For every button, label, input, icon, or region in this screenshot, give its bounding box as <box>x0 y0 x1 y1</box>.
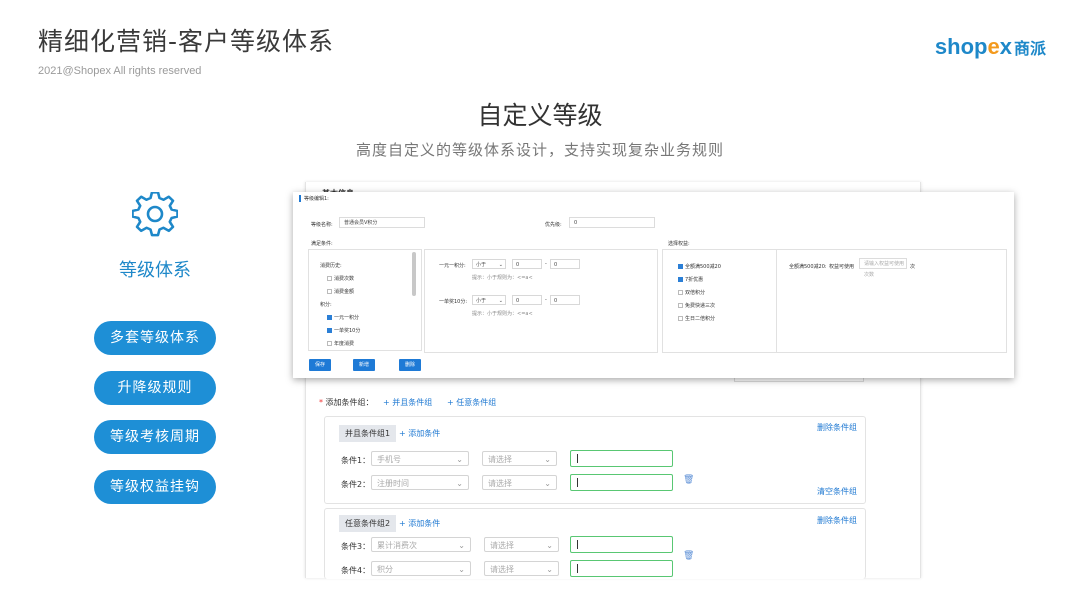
condition-group-2: 任意条件组2 + 添加条件 删除条件组 条件3： 累计消费次⌄ 请选择⌄ 🗑 条… <box>324 508 866 579</box>
delete-group-link[interactable]: 删除条件组 <box>817 516 857 525</box>
checkbox[interactable] <box>678 316 683 321</box>
checkbox[interactable] <box>327 276 332 281</box>
condition-label: 条件2： <box>341 480 371 489</box>
tree-item[interactable]: 一元一积分 <box>327 314 359 321</box>
checkbox[interactable] <box>678 264 683 269</box>
condition-label: 条件4： <box>341 566 371 575</box>
rights-label: 选择权益: <box>668 241 690 247</box>
field-select[interactable]: 注册时间⌄ <box>371 475 469 490</box>
rights-detail-panel: 全额满500减20: 权益可使用 请输入权益可使用次数 次 <box>776 249 1007 353</box>
operator-select[interactable]: 请选择⌄ <box>484 561 559 576</box>
tree-item[interactable]: 消费次数 <box>327 275 354 282</box>
rights-item[interactable]: 7折优惠 <box>678 276 703 283</box>
rights-item[interactable]: 双倍积分 <box>678 289 705 296</box>
rule-value-input[interactable]: 0 <box>550 295 580 305</box>
assessment-cycle-button[interactable]: 等级考核周期 <box>94 420 216 454</box>
condition-tree[interactable]: 消费历史: 消费次数 消费金额 积分: 一元一积分 一单奖10分 年度消费 <box>308 249 422 351</box>
rule-name: 一元一积分: <box>439 263 466 269</box>
priority-input[interactable]: 0 <box>569 217 655 228</box>
rights-item[interactable]: 全额满500减20 <box>678 263 721 270</box>
operator-select[interactable]: 请选择⌄ <box>484 537 559 552</box>
add-button[interactable]: 新增 <box>353 359 375 371</box>
field-select[interactable]: 积分⌄ <box>371 561 471 576</box>
clear-group-link[interactable]: 清空条件组 <box>817 487 857 496</box>
add-and-group-link[interactable]: + 并且条件组 <box>383 398 433 407</box>
condition-group-1: 并且条件组1 + 添加条件 删除条件组 条件1： 手机号⌄ 请选择⌄ 条件2： … <box>324 416 866 504</box>
delete-button[interactable]: 删除 <box>399 359 421 371</box>
priority-label: 优先级: <box>545 222 562 228</box>
tree-item: 消费历史: <box>320 263 342 269</box>
rights-detail-sub: 权益可使用 <box>829 264 855 270</box>
tree-item[interactable]: 年度消费 <box>327 340 354 347</box>
rights-list: 全额满500减20 7折优惠 双倍积分 免费快递三次 生日二倍积分 <box>662 249 778 353</box>
rights-detail-label: 全额满500减20: <box>789 264 827 270</box>
rules-panel: 一元一积分: 小于⌄ 0 - 0 提示：小于规则为：<=a< 一单奖10分: 小… <box>424 249 658 353</box>
rule-name: 一单奖10分: <box>439 299 468 305</box>
delete-group-link[interactable]: 删除条件组 <box>817 423 857 432</box>
add-or-group-link[interactable]: + 任意条件组 <box>447 398 497 407</box>
rule-hint: 提示：小于规则为：<=a< <box>472 311 533 317</box>
value-input[interactable] <box>570 450 673 467</box>
value-input[interactable] <box>570 560 673 577</box>
add-group-label: * 添加条件组： <box>319 398 374 407</box>
editor-section-title: 等级编辑1: <box>299 195 329 202</box>
checkbox[interactable] <box>327 289 332 294</box>
checkbox[interactable] <box>327 328 332 333</box>
value-input[interactable] <box>570 536 673 553</box>
tree-item[interactable]: 一单奖10分 <box>327 327 360 334</box>
value-input[interactable] <box>570 474 673 491</box>
save-button[interactable]: 保存 <box>309 359 331 371</box>
range-dash: - <box>545 261 547 267</box>
rights-item[interactable]: 免费快递三次 <box>678 302 715 309</box>
rule-operator-select[interactable]: 小于⌄ <box>472 259 506 269</box>
rule-hint: 提示：小于规则为：<=a< <box>472 275 533 281</box>
field-select[interactable]: 累计消费次⌄ <box>371 537 471 552</box>
upgrade-rules-button[interactable]: 升降级规则 <box>94 371 216 405</box>
operator-select[interactable]: 请选择⌄ <box>482 475 557 490</box>
operator-select[interactable]: 请选择⌄ <box>482 451 557 466</box>
tree-item[interactable]: 消费金额 <box>327 288 354 295</box>
rule-value-input[interactable]: 0 <box>512 259 542 269</box>
trash-icon[interactable]: 🗑 <box>683 475 695 485</box>
condition-label: 条件3： <box>341 542 371 551</box>
group-tag: 任意条件组2 <box>339 515 397 532</box>
name-label: 等级名称: <box>311 222 333 228</box>
slide-title: 精细化营销-客户等级体系 <box>38 27 335 56</box>
gear-icon <box>132 192 178 237</box>
scrollbar[interactable] <box>412 252 416 296</box>
condition-label: 满足条件: <box>311 241 333 247</box>
trash-icon[interactable]: 🗑 <box>683 551 695 561</box>
name-input[interactable]: 普通会员V积分 <box>339 217 425 228</box>
copyright-text: 2021@Shopex All rights reserved <box>38 65 202 77</box>
checkbox[interactable] <box>327 315 332 320</box>
field-select[interactable]: 手机号⌄ <box>371 451 469 466</box>
checkbox[interactable] <box>327 341 332 346</box>
feature-title: 等级体系 <box>119 260 191 281</box>
group-tag: 并且条件组1 <box>339 425 397 442</box>
level-editor-window: 等级编辑1: 等级名称: 普通会员V积分 优先级: 0 满足条件: 选择权益: … <box>293 192 1014 378</box>
checkbox[interactable] <box>678 290 683 295</box>
add-condition-link[interactable]: + 添加条件 <box>399 429 441 438</box>
rights-unit: 次 <box>910 264 916 270</box>
rule-value-input[interactable]: 0 <box>512 295 542 305</box>
level-rights-button[interactable]: 等级权益挂钩 <box>94 470 216 504</box>
condition-label: 条件1： <box>341 456 371 465</box>
rule-operator-select[interactable]: 小于⌄ <box>472 295 506 305</box>
range-dash: - <box>545 297 547 303</box>
multi-level-system-button[interactable]: 多套等级体系 <box>94 321 216 355</box>
checkbox[interactable] <box>678 303 683 308</box>
section-subheading: 高度自定义的等级体系设计，支持实现复杂业务规则 <box>355 141 724 159</box>
rights-count-input[interactable]: 请输入权益可使用次数 <box>859 258 907 278</box>
rights-item[interactable]: 生日二倍积分 <box>678 315 715 322</box>
section-heading: 自定义等级 <box>477 101 603 130</box>
rule-value-input[interactable]: 0 <box>550 259 580 269</box>
tree-item: 积分: <box>320 302 332 308</box>
checkbox[interactable] <box>678 277 683 282</box>
add-condition-link[interactable]: + 添加条件 <box>399 519 441 528</box>
